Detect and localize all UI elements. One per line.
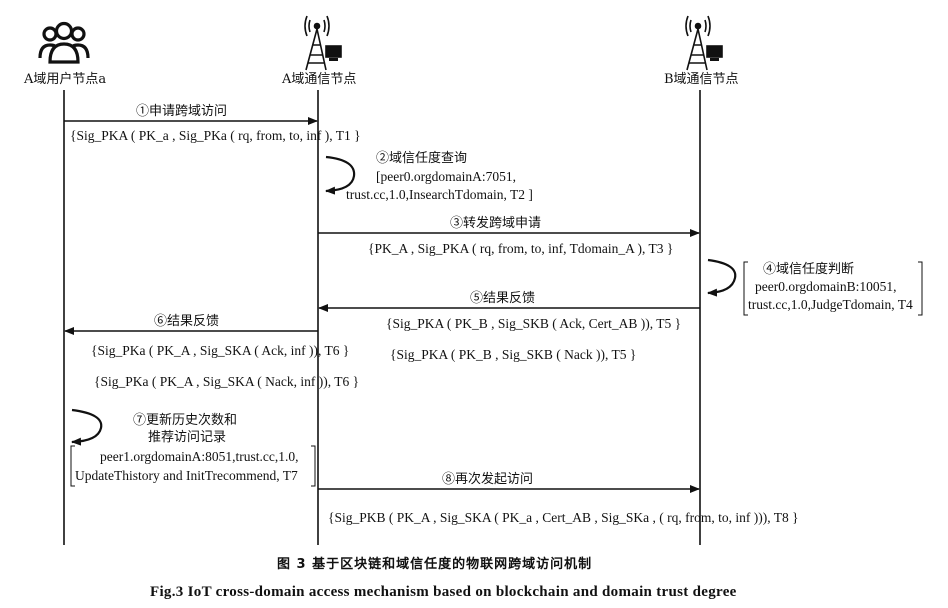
step4-label: ④域信任度判断 [763, 262, 855, 277]
node-label-comm-b: B域通信节点 [664, 72, 739, 87]
self-arrow-step7 [71, 408, 103, 446]
step7-label-line1: ⑦更新历史次数和 [133, 413, 238, 428]
formula-step7-line1: peer1.orgdomainA:8051,trust.cc,1.0, [100, 449, 299, 464]
step1-label: ①申请跨域访问 [136, 104, 228, 119]
formula-step4-line1: peer0.orgdomainB:10051, [755, 279, 897, 294]
tower-computer-icon-b [685, 15, 723, 71]
formula-step3: {PK_A , Sig_PKA ( rq, from, to, inf, Tdo… [368, 241, 674, 256]
caption-cn: 图 3 基于区块链和域信任度的物联网跨域访问机制 [277, 557, 593, 572]
node-label-comm-a: A域通信节点 [282, 72, 357, 87]
self-arrow-step4 [707, 258, 737, 297]
formula-step6-ack: {Sig_PKa ( PK_A , Sig_SKA ( Ack, inf )),… [91, 343, 350, 358]
formula-step5-nack: {Sig_PKA ( PK_B , Sig_SKB ( Nack )), T5 … [390, 347, 637, 362]
bracket-step4-right [918, 261, 923, 316]
tower-computer-icon-a [304, 15, 342, 71]
step5-label: ⑤结果反馈 [470, 291, 536, 306]
step6-label: ⑥结果反馈 [154, 314, 220, 329]
formula-step8: {Sig_PKB ( PK_A , Sig_SKA ( PK_a , Cert_… [328, 510, 799, 525]
bracket-step7-right [311, 445, 316, 487]
formula-step4-line2: trust.cc,1.0,JudgeTdomain, T4 [748, 297, 913, 312]
formula-step7-line2: UpdateThistory and InitTrecommend, T7 [75, 468, 298, 483]
formula-step2-line2: trust.cc,1.0,InsearchTdomain, T2 ] [346, 187, 533, 202]
user-group-icon [38, 21, 90, 64]
bracket-step4-left [743, 261, 748, 316]
formula-step1: {Sig_PKA ( PK_a , Sig_PKa ( rq, from, to… [70, 128, 361, 143]
step8-label: ⑧再次发起访问 [442, 472, 534, 487]
formula-step2-line1: [peer0.orgdomainA:7051, [376, 169, 516, 184]
bracket-step7-left [70, 445, 75, 487]
formula-step6-nack: {Sig_PKa ( PK_A , Sig_SKA ( Nack, inf ))… [94, 374, 360, 389]
formula-step5-ack: {Sig_PKA ( PK_B , Sig_SKB ( Ack, Cert_AB… [386, 316, 682, 331]
step7-label-line2: 推荐访问记录 [148, 430, 227, 445]
step2-label: ②域信任度查询 [376, 151, 468, 166]
self-arrow-step2 [325, 155, 356, 195]
caption-en: Fig.3 IoT cross-domain access mechanism … [150, 584, 737, 600]
node-label-user: A域用户节点a [24, 72, 107, 87]
step3-label: ③转发跨域申请 [450, 216, 542, 231]
